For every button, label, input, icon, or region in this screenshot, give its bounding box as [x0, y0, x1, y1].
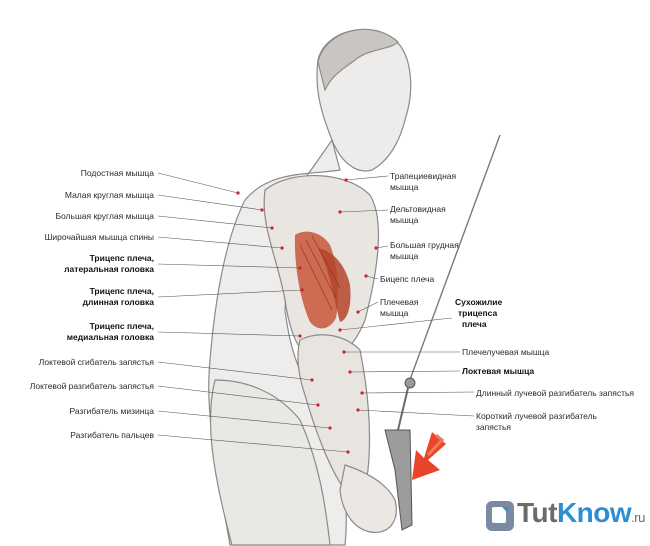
label-trapezius-2: мышца [390, 182, 419, 192]
label-deltoid-1: Дельтовидная [390, 204, 446, 214]
pointer-dot [338, 328, 342, 332]
leaders-left-line-0 [157, 172, 239, 194]
leaders-right-line-1 [339, 209, 389, 213]
leader-lines-right [339, 175, 475, 417]
leaders-left-line-5 [157, 289, 303, 298]
leaders-left-line-2 [157, 215, 273, 229]
label-triceps-medial-2: медиальная головка [66, 332, 154, 342]
leaders-left-line-8 [157, 385, 319, 406]
label-latissimus: Широчайшая мышца спины [44, 232, 154, 242]
pointer-dot [310, 378, 314, 382]
cable-machine [384, 134, 501, 531]
label-triceps-tendon-1: Сухожилие [455, 297, 503, 307]
label-triceps-medial-1: Трицепс плеча, [89, 321, 154, 331]
label-extensor-digitorum: Разгибатель пальцев [70, 430, 154, 440]
label-anconeus: Локтевая мышца [462, 366, 535, 376]
leaders-right-line-7 [349, 370, 461, 373]
label-ecr-longus: Длинный лучевой разгибатель запястья [476, 388, 635, 398]
label-teres-minor: Малая круглая мышца [64, 190, 154, 200]
logo-text-ru: .ru [631, 510, 645, 525]
label-pectoralis-1: Большая грудная [390, 240, 459, 250]
leader-lines-left [157, 172, 349, 453]
label-triceps-tendon-3: плеча [462, 319, 487, 329]
leaders-right-line-5 [339, 317, 453, 331]
pointer-dot [236, 191, 240, 195]
leaders-right-line-2 [375, 245, 389, 249]
label-pectoralis-2: мышца [390, 251, 419, 261]
direction-arrow [412, 432, 446, 480]
label-extensor-carpi-ulnaris: Локтевой разгибатель запястья [29, 381, 154, 391]
label-flexor-carpi-ulnaris: Локтевой сгибатель запястья [38, 357, 154, 367]
label-teres-major: Большая круглая мышца [55, 211, 154, 221]
leaders-right-line-9 [357, 409, 475, 417]
hip [209, 379, 331, 546]
logo-icon [486, 500, 514, 531]
leaders-right-line-3 [365, 275, 379, 280]
pointer-dot [356, 310, 360, 314]
leaders-right-line-8 [361, 391, 475, 394]
leaders-left-line-4 [157, 263, 301, 269]
label-triceps-long-2: длинная головка [82, 297, 154, 307]
pointer-dot [344, 178, 348, 182]
logo-text: TutKnow.ru [517, 498, 645, 533]
label-deltoid-2: мышца [390, 215, 419, 225]
triceps-long-head [318, 248, 351, 322]
pointer-dot [298, 334, 302, 338]
label-triceps-tendon-2: трицепса [458, 308, 498, 318]
label-biceps: Бицепс плеча [380, 274, 435, 284]
leaders-left-line-10 [157, 434, 349, 453]
label-infraspinatus: Подостная мышца [80, 168, 154, 178]
leaders-left-line-9 [157, 410, 331, 429]
triceps-highlight [294, 231, 351, 329]
logo-text-tut: Tut [517, 497, 557, 528]
leaders-right-line-4 [357, 301, 379, 313]
pointer-dots [236, 178, 378, 454]
label-brachialis-2: мышца [380, 308, 409, 318]
pointer-dot [346, 450, 350, 454]
pointer-dot [342, 350, 346, 354]
label-triceps-lateral-1: Трицепс плеча, [89, 253, 154, 263]
pointer-dot [316, 403, 320, 407]
pointer-dot [280, 246, 284, 250]
pointer-dot [328, 426, 332, 430]
leaders-left-line-6 [157, 331, 301, 337]
figure [208, 28, 412, 546]
pointer-dot [374, 246, 378, 250]
hair [317, 28, 399, 92]
pointer-dot [300, 288, 304, 292]
label-brachioradialis: Плечелучевая мышца [462, 347, 550, 357]
label-brachialis-1: Плечевая [380, 297, 419, 307]
tutknow-logo[interactable]: TutKnow.ru [486, 498, 645, 533]
label-trapezius-1: Трапециевидная [390, 171, 457, 181]
label-extensor-digiti-minimi: Разгибатель мизинца [69, 406, 155, 416]
logo-text-know: Know [556, 497, 632, 528]
leaders-left-line-7 [157, 361, 313, 381]
pointer-dot [298, 266, 302, 270]
hand [339, 464, 397, 533]
pointer-dot [260, 208, 264, 212]
pointer-dot [364, 274, 368, 278]
pointer-dot [338, 210, 342, 214]
label-triceps-lateral-2: латеральная головка [64, 264, 154, 274]
pointer-dot [270, 226, 274, 230]
label-ecr-brevis-1: Короткий лучевой разгибатель [476, 411, 597, 421]
leaders-left-line-1 [157, 194, 263, 211]
label-ecr-brevis-2: запястья [476, 422, 512, 432]
pointer-dot [360, 391, 364, 395]
label-triceps-long-1: Трицепс плеча, [89, 286, 154, 296]
pointer-dot [348, 370, 352, 374]
leaders-right-line-0 [345, 175, 389, 181]
leaders-left-line-3 [157, 236, 283, 249]
pointer-dot [356, 408, 360, 412]
